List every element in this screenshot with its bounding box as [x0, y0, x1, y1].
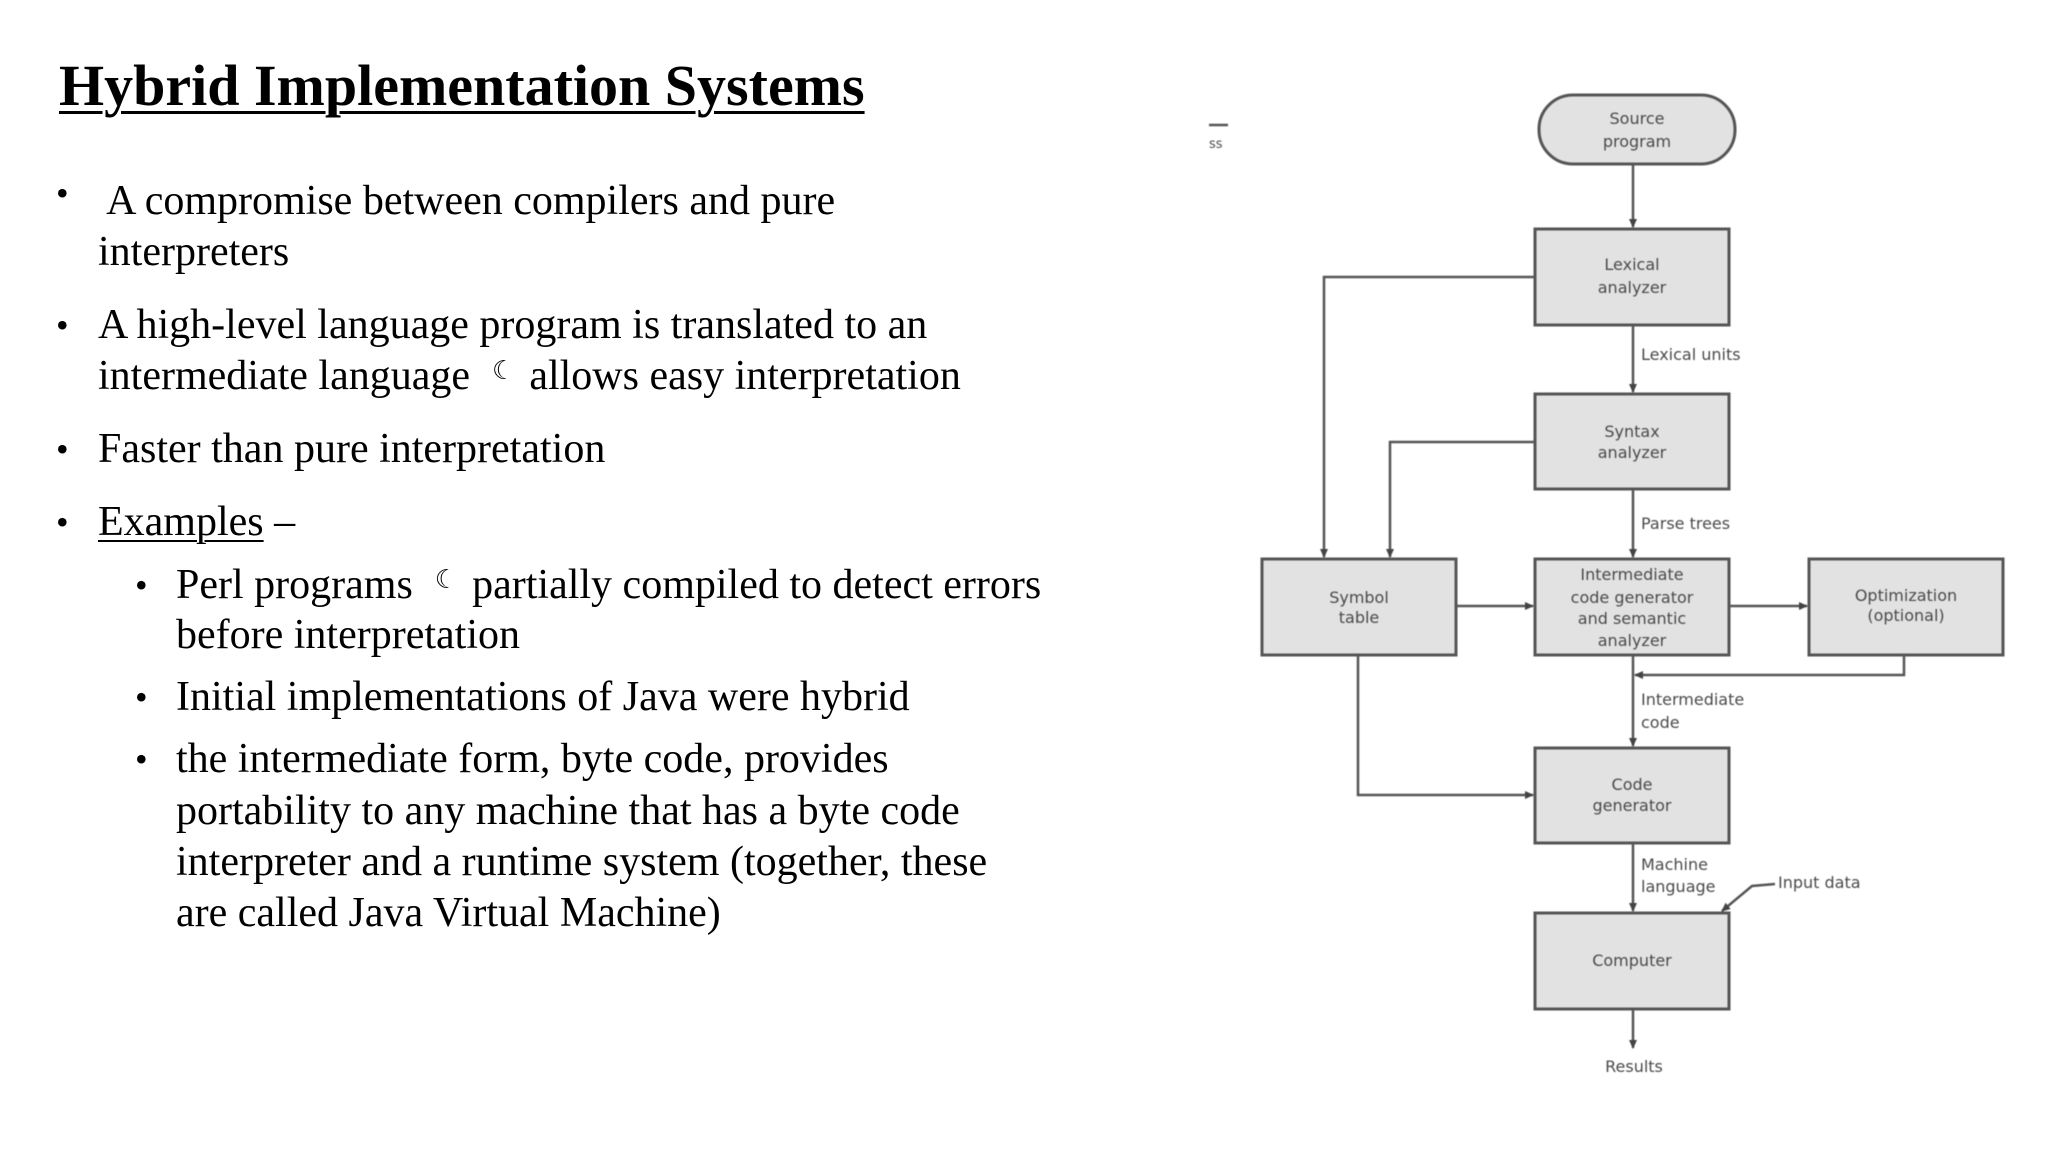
- sub-bullet-1-text-b: partially compiled to detect errors: [472, 562, 1042, 608]
- sub-bullet-3-line-1: the intermediate form, byte code, provid…: [176, 736, 889, 782]
- intermediate-label-2: code generator: [1571, 588, 1694, 607]
- edge-input-data: [1721, 882, 1776, 912]
- arrow-icon: ☾: [434, 565, 459, 595]
- symbol-label-1: Symbol: [1329, 588, 1389, 607]
- edge-optimization-return: [1634, 655, 1906, 679]
- source-label-2: program: [1603, 132, 1671, 151]
- computer-label: Computer: [1592, 951, 1672, 970]
- input-data-label: Input data: [1778, 873, 1861, 892]
- sub-bullet-3-line-3: interpreter and a runtime system (togeth…: [176, 839, 988, 885]
- bullet-icon: •: [56, 502, 69, 542]
- results-label: Results: [1605, 1057, 1663, 1076]
- lexical-units-label: Lexical units: [1641, 345, 1741, 364]
- bullet-3-line-1: Faster than pure interpretation: [98, 426, 606, 472]
- sub-bullet-3-line-2: portability to any machine that has a by…: [176, 788, 960, 834]
- corner-fragment: ss: [1209, 137, 1223, 152]
- sub-bullet-1-text-a: Perl programs: [176, 562, 413, 608]
- sub-bullet-1-line-2: before interpretation: [176, 612, 520, 658]
- slide-title: Hybrid Implementation Systems: [59, 53, 865, 118]
- bullet-1-line-2: interpreters: [98, 229, 290, 275]
- syntax-label-1: Syntax: [1604, 422, 1659, 441]
- bullet-4-line-1: Examples –: [98, 497, 295, 548]
- arrow-icon: ☾: [492, 356, 516, 386]
- examples-link[interactable]: Examples: [98, 499, 264, 545]
- bullet-icon: •: [56, 305, 69, 345]
- edge-syntax-symbol: [1386, 440, 1535, 558]
- intermediate-code-label-2: code: [1641, 713, 1680, 732]
- bullet-icon: •: [56, 429, 69, 469]
- machine-language-label-1: Machine: [1641, 855, 1708, 874]
- source-label-1: Source: [1610, 109, 1665, 128]
- syntax-label-2: analyzer: [1598, 443, 1667, 462]
- edge-symbol-codegen: [1356, 655, 1534, 799]
- sub-bullet-icon: •: [135, 565, 148, 605]
- codegen-label-2: generator: [1592, 796, 1671, 815]
- examples-suffix: –: [263, 499, 296, 545]
- machine-language-label-2: language: [1641, 877, 1716, 896]
- bullet-1-line-1: A compromise between compilers and pure: [98, 178, 836, 224]
- symbol-label-2: table: [1339, 608, 1380, 627]
- intermediate-label-4: analyzer: [1598, 631, 1667, 650]
- sub-bullet-2-line-1: Initial implementations of Java were hyb…: [176, 674, 910, 720]
- parse-trees-label: Parse trees: [1641, 514, 1730, 533]
- node-symbol-table: [1260, 557, 1458, 657]
- sub-bullet-3-line-4: are called Java Virtual Machine): [176, 890, 721, 936]
- optimization-label-1: Optimization: [1855, 586, 1957, 605]
- optimization-label-2: (optional): [1867, 606, 1944, 625]
- sub-bullet-1-line-1: Perl programs ☾ partially compiled to dete…: [176, 560, 1041, 616]
- lexical-label-2: analyzer: [1598, 278, 1667, 297]
- node-syntax-analyzer: [1533, 392, 1731, 491]
- node-code-generator: [1533, 746, 1731, 845]
- codegen-label-1: Code: [1612, 775, 1653, 794]
- intermediate-code-label-1: Intermediate: [1641, 690, 1744, 709]
- node-intermediate-code-generator: [1533, 557, 1731, 657]
- intermediate-label-3: and semantic: [1578, 609, 1686, 628]
- bullet-2-line-1: A high-level language program is transla…: [98, 302, 928, 348]
- sub-bullet-icon: •: [135, 739, 148, 779]
- intermediate-label-1: Intermediate: [1580, 565, 1683, 584]
- edge-lexical-symbol: [1320, 275, 1535, 558]
- sub-bullet-icon: •: [135, 677, 148, 717]
- bullet-icon: •: [56, 173, 69, 213]
- node-computer: [1533, 911, 1731, 1011]
- bullet-2-text-b: allows easy interpretation: [529, 353, 961, 399]
- bullet-2-line-2: intermediate language ☾ allows easy interp…: [98, 351, 961, 407]
- node-optimization: [1807, 557, 2005, 657]
- node-source-program: [1537, 93, 1737, 166]
- node-lexical-analyzer: [1533, 227, 1731, 327]
- lexical-label-1: Lexical: [1604, 255, 1659, 274]
- bullet-2-text-a: intermediate language: [98, 353, 470, 399]
